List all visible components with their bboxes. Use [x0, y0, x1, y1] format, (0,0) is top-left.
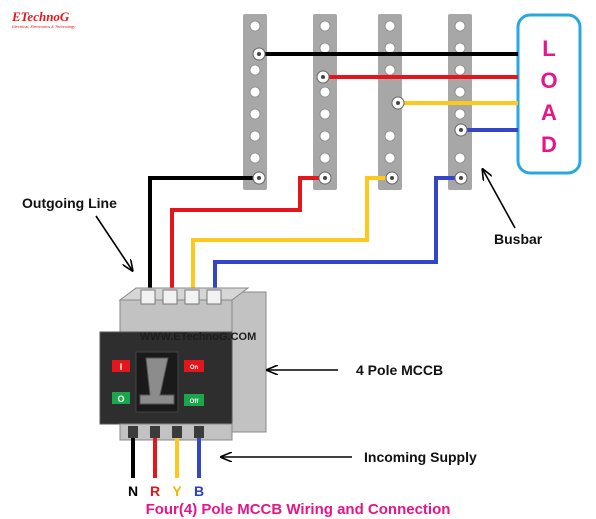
- busbar-hole: [319, 20, 331, 32]
- on-button-label: On: [190, 365, 199, 371]
- mccb-bottom-terminal-r: [150, 426, 160, 438]
- load-letter-a: A: [541, 100, 557, 125]
- load-label: L O A D: [540, 36, 557, 157]
- mccb-breaker: WWW.ETechnoG.COM I O On Off: [99, 287, 267, 441]
- busbar-hole: [384, 130, 396, 142]
- busbar-terminals: [252, 47, 468, 185]
- busbar-hole: [454, 152, 466, 164]
- busbar-hole: [319, 86, 331, 98]
- busbar-hole: [249, 130, 261, 142]
- outgoing-line-arrow: [95, 215, 132, 270]
- incoming-wires: [131, 438, 201, 478]
- mccb-top-terminal-y: [184, 289, 200, 305]
- busbar-hole: [454, 20, 466, 32]
- busbar-hole: [384, 152, 396, 164]
- terminal-top-yellow: [391, 96, 405, 110]
- terminal-bottom-neutral: [252, 171, 266, 185]
- busbar-hole: [454, 42, 466, 54]
- mccb-bottom-terminal-b: [194, 426, 204, 438]
- phase-label-y: Y: [172, 483, 182, 499]
- terminal-top-neutral: [252, 47, 266, 61]
- phase-label-b: B: [194, 483, 204, 499]
- busbar-hole: [454, 108, 466, 120]
- busbar-hole: [384, 42, 396, 54]
- terminal-top-red: [316, 70, 330, 84]
- wire-red-outgoing: [170, 176, 322, 300]
- busbar-hole: [249, 86, 261, 98]
- mccb-top-terminals: [140, 289, 222, 305]
- terminal-bottom-red: [318, 171, 332, 185]
- wire-neutral-outgoing: [148, 176, 255, 300]
- annotation-arrows: [95, 170, 516, 457]
- watermark: WWW.ETechnoG.COM: [140, 331, 257, 343]
- busbar-label: Busbar: [494, 231, 543, 247]
- mccb-label: 4 Pole MCCB: [356, 362, 443, 378]
- outgoing-wires: [148, 176, 458, 300]
- terminal-top-blue: [454, 123, 468, 137]
- load-box: [516, 13, 582, 175]
- busbar-hole: [319, 152, 331, 164]
- busbar-2: [313, 14, 337, 190]
- busbar-holes: [249, 20, 466, 164]
- off-indicator-left: [112, 392, 130, 404]
- phase-labels: N R Y B: [128, 483, 204, 499]
- mccb-top-block: [119, 299, 233, 333]
- terminal-bottom-yellow: [385, 171, 399, 185]
- busbar-hole: [249, 64, 261, 76]
- mccb-bottom-terminals: [128, 426, 204, 438]
- off-symbol: O: [117, 394, 124, 404]
- busbars: [243, 14, 472, 190]
- mccb-top-terminal-b: [206, 289, 222, 305]
- on-symbol: I: [120, 362, 123, 372]
- mccb-top-edge: [118, 287, 250, 301]
- load-letter-l: L: [542, 36, 555, 61]
- busbar-3: [378, 14, 402, 190]
- load-letter-d: D: [541, 132, 557, 157]
- phase-label-r: R: [150, 483, 160, 499]
- busbar-arrow: [483, 170, 516, 229]
- busbar-hole: [319, 42, 331, 54]
- terminal-bottom-blue: [454, 171, 468, 185]
- mccb-top-terminal-n: [140, 289, 156, 305]
- annotation-labels: Outgoing Line Busbar 4 Pole MCCB Incomin…: [22, 195, 543, 465]
- busbar-hole: [454, 86, 466, 98]
- wire-blue-outgoing: [213, 176, 458, 300]
- logo-text: ETechnoG: [12, 9, 70, 24]
- load-wires: [259, 52, 518, 132]
- mccb-bottom-terminal-y: [172, 426, 182, 438]
- mccb-back-body: [231, 291, 267, 433]
- on-button[interactable]: [184, 360, 204, 372]
- wire-yellow-outgoing: [191, 176, 390, 300]
- busbar-hole: [249, 20, 261, 32]
- busbar-hole: [454, 64, 466, 76]
- busbar-hole: [249, 152, 261, 164]
- logo: ETechnoG Electrical, Electronics & Techn…: [12, 9, 92, 30]
- phase-label-n: N: [128, 483, 138, 499]
- busbar-hole: [384, 64, 396, 76]
- lever-handle: [139, 357, 175, 405]
- outgoing-line-label: Outgoing Line: [22, 195, 117, 211]
- busbar-hole: [249, 108, 261, 120]
- diagram-title: Four(4) Pole MCCB Wiring and Connection: [146, 501, 451, 518]
- on-indicator-left: [112, 360, 130, 372]
- busbar-hole: [319, 108, 331, 120]
- mccb-bottom-terminal-n: [128, 426, 138, 438]
- off-button[interactable]: [184, 394, 204, 406]
- incoming-supply-label: Incoming Supply: [364, 449, 477, 465]
- busbar-hole: [384, 20, 396, 32]
- load-letter-o: O: [540, 68, 557, 93]
- off-button-label: Off: [190, 399, 200, 405]
- busbar-hole: [319, 130, 331, 142]
- busbar-1: [243, 14, 267, 190]
- mccb-top-terminal-r: [162, 289, 178, 305]
- logo-tagline: Electrical, Electronics & Technology: [12, 24, 76, 29]
